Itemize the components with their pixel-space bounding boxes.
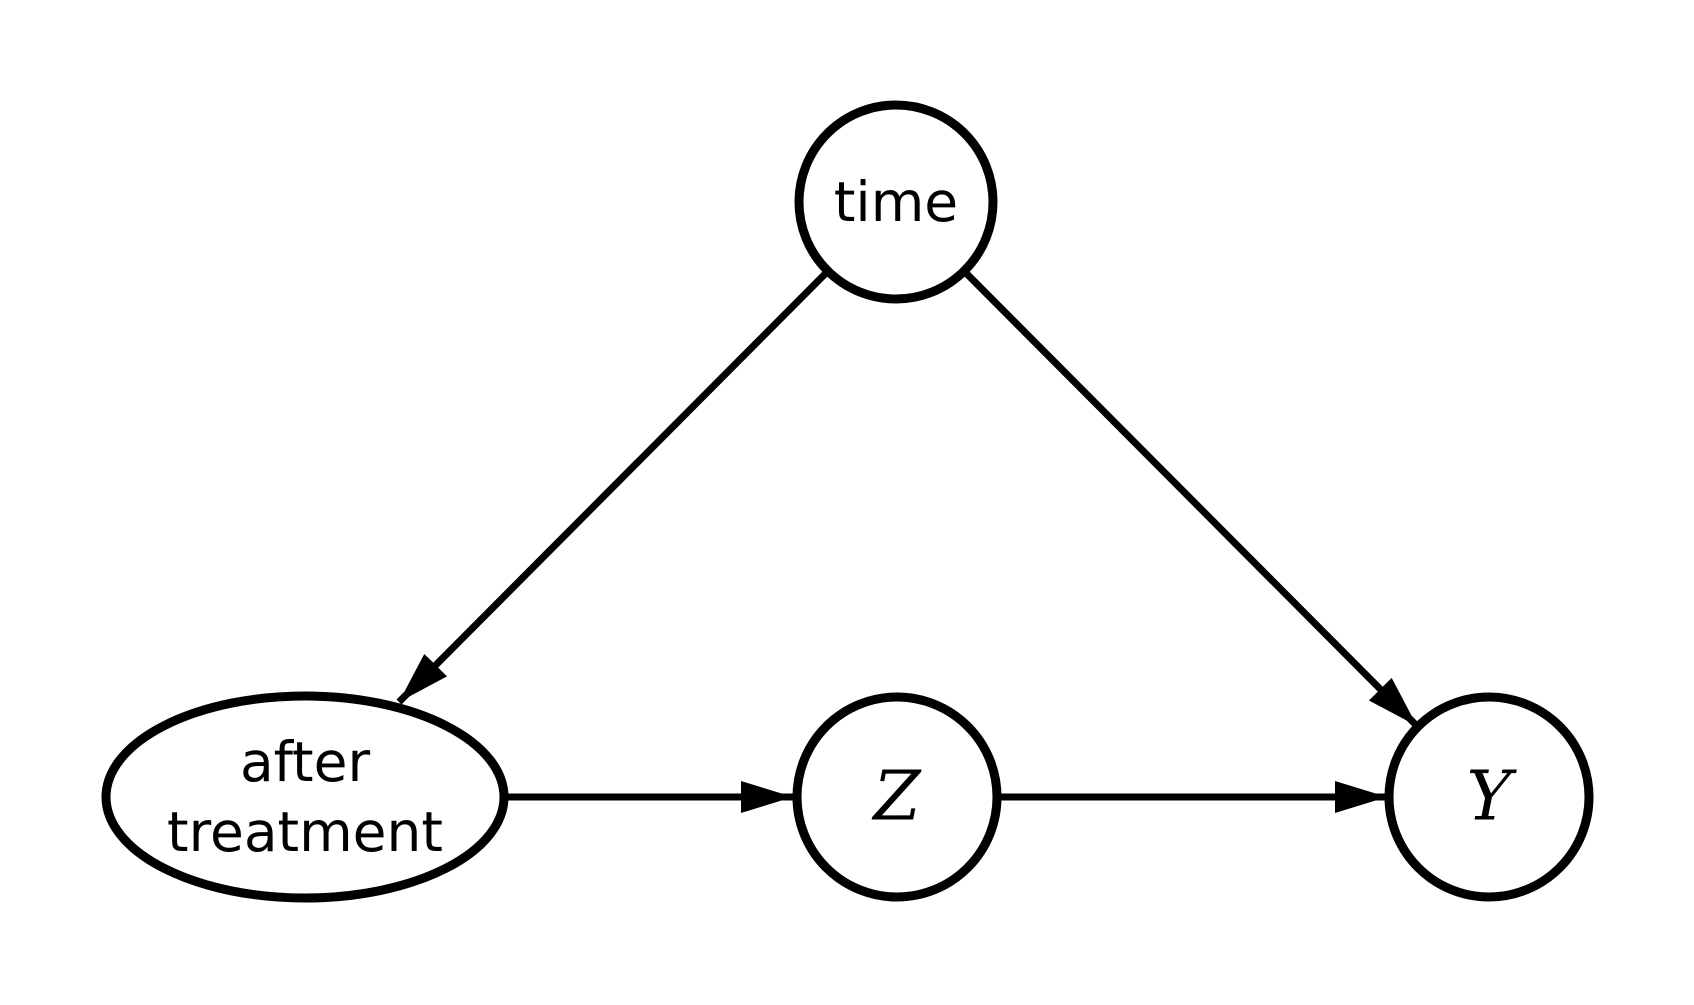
node-after-treatment-label-line2: treatment — [167, 800, 443, 864]
node-y-shape — [1384, 692, 1594, 902]
edge-time-to-after-treatment — [396, 268, 831, 705]
node-after-treatment-shape — [101, 691, 509, 903]
node-z-shape — [792, 692, 1002, 902]
node-z: Z — [792, 692, 1002, 902]
node-y: Y — [1384, 692, 1594, 902]
node-time-shape — [794, 100, 998, 304]
node-time: time — [794, 100, 998, 304]
node-after-treatment-label-line1: after — [240, 730, 371, 794]
node-after-treatment: after treatment — [101, 691, 509, 903]
node-y-label: Y — [1467, 758, 1518, 837]
node-z-label: Z — [871, 758, 922, 837]
edge-time-to-y — [961, 268, 1420, 729]
node-time-label: time — [834, 170, 958, 234]
